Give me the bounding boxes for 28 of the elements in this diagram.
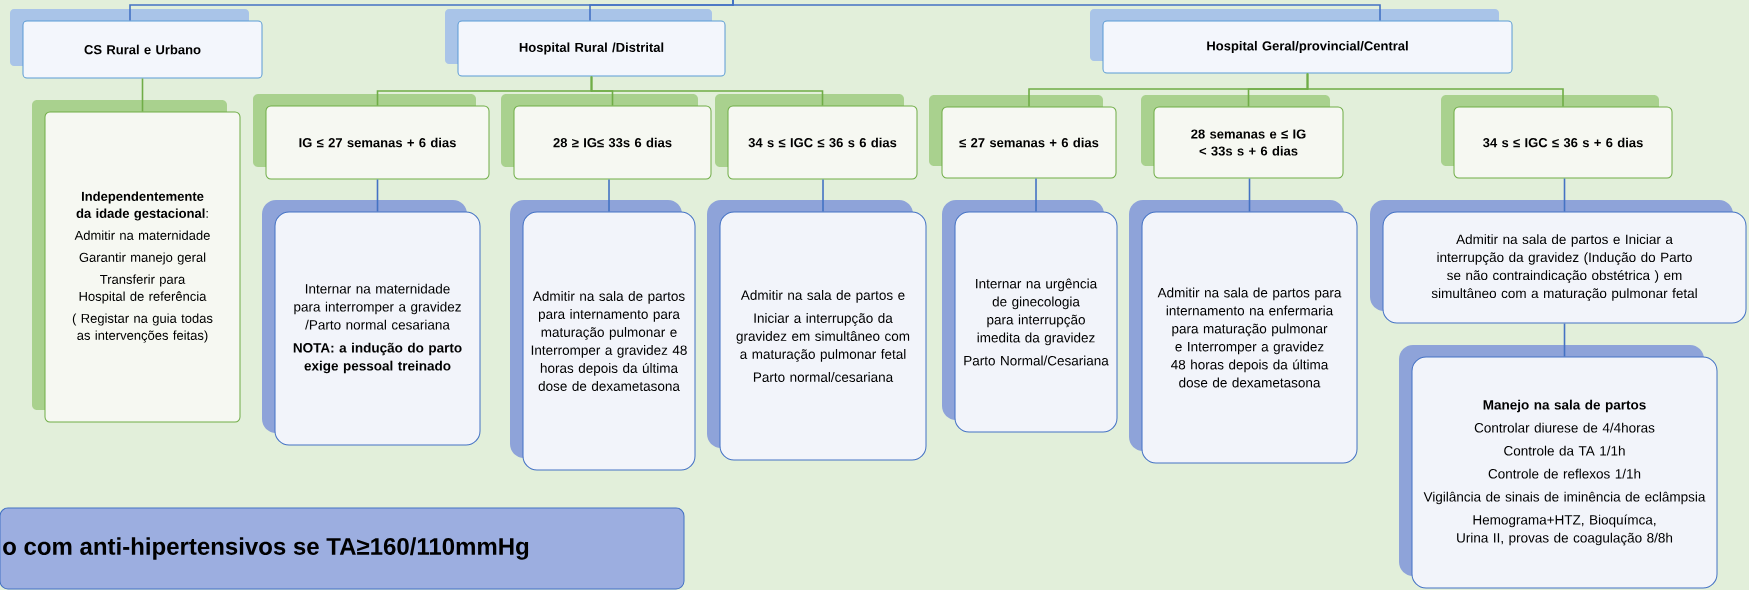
connector-line [822, 178, 824, 213]
criteria-box: 34 s ≤ IGC ≤ 36 s + 6 dias [1441, 95, 1673, 179]
criteria-box: ≤ 27 semanas + 6 dias [929, 95, 1117, 179]
level-box: Hospital Rural /Distrital [445, 9, 726, 77]
action-box: Manejo na sala de partos Controlar diurese de 4/4horas Controle da TA 1/1h Controle de reflexos 1/1h Vigilância de sinais de iminência de eclâmpsia Hemograma+HTZ, Bioquímca, Urina II, provas de coagulação 8/8h [1399, 345, 1718, 589]
criteria-box: 28 semanas e ≤ IG < 33s s + 6 dias [1141, 95, 1344, 179]
criteria-box: IG ≤ 27 semanas + 6 dias [253, 94, 490, 180]
instruction-box: Independentemente da idade gestacional: Admitir na maternidade Garantir manejo geral Transferir para Hospital de referência ( Registar na guia todas as intervenções feitas) [32, 100, 241, 423]
connector-line [1306, 72, 1564, 108]
criteria-box: 28 ≥ IG≤ 33s 6 dias [501, 94, 712, 180]
action-box: Admitir na sala de partos e Iniciar a interrupção da gravidez (Indução do Parto se não contraindicação obstétrica ) em simultâneo com a maturação pulmonar fetal [1370, 200, 1747, 324]
banner-box: o com anti-hipertensivos se TA≥160/110mmHg [0, 507, 685, 590]
connector-line [1563, 322, 1566, 358]
action-box: Admitir na sala de partos para internamento na enfermaria para maturação pulmonar e Interromper a gravidez 48 horas depois da última dose de dexametasona [1129, 200, 1358, 464]
criteria-box: 34 s ≤ IGC ≤ 36 s 6 dias [715, 94, 918, 180]
level-box: CS Rural e Urbano [10, 9, 263, 79]
level-box: Hospital Geral/provincial/Central [1090, 9, 1513, 74]
connector-line [376, 178, 379, 213]
connector-line [590, 75, 824, 107]
connector-line [141, 77, 144, 113]
connector-line [1035, 177, 1037, 213]
action-box: Internar na urgência de ginecologia para interrupção imedita da gravidez Parto Normal/Cesariana [942, 200, 1118, 433]
action-box: Admitir na sala de partos e Iniciar a interrupção da gravidez em simultâneo com a maturação pulmonar fetal Parto normal/cesariana [707, 200, 927, 461]
action-box: Admitir na sala de partos para internamento para maturação pulmonar e Interromper a gravidez 48 horas depois da última dose de dexametasona [510, 200, 696, 471]
action-box: Internar na maternidade para interromper a gravidez /Parto normal cesariana NOTA: a indução do parto exige pessoal treinado [262, 200, 481, 446]
connector-line [1563, 177, 1566, 213]
connector-line [608, 178, 610, 213]
connector-line [1248, 177, 1251, 213]
